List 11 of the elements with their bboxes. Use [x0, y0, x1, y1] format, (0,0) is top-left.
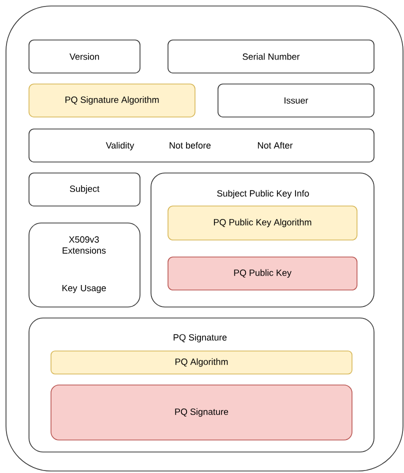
field-box: X509v3 Extensions Key Usage	[28, 222, 140, 308]
field-box: Subject	[28, 172, 140, 206]
field-box: PQ Signature	[50, 384, 352, 440]
field-box: PQ Signature Algorithm	[28, 84, 196, 118]
field-box: Validity Not before Not After	[28, 128, 374, 162]
field-box: Issuer	[218, 84, 374, 118]
field-box: PQ Public Key Algorithm	[168, 206, 358, 240]
field-box: PQ Public Key	[168, 256, 358, 290]
field-box: Serial Number	[168, 40, 374, 74]
field-box: Version	[28, 40, 140, 74]
field-box: PQ Algorithm	[50, 350, 352, 374]
